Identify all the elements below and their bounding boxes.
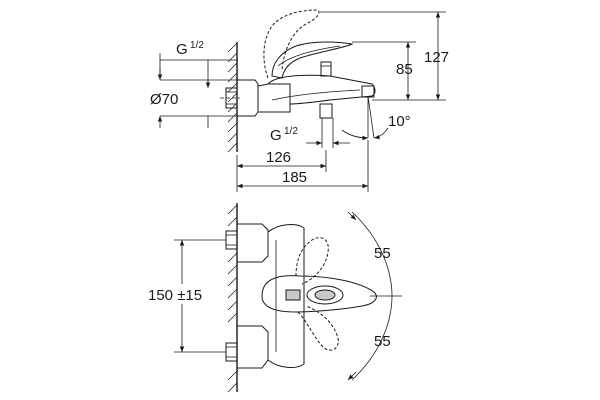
swing-top-label: 55 bbox=[374, 245, 391, 262]
spout bbox=[267, 74, 376, 105]
wall-hatching-top bbox=[227, 42, 238, 153]
angle-label: 10° bbox=[388, 113, 411, 130]
vertical-body bbox=[267, 224, 305, 368]
swing-arc-top bbox=[351, 211, 393, 297]
raised-handle-outline bbox=[263, 9, 320, 79]
handle-position-up bbox=[295, 237, 329, 285]
escutcheon bbox=[237, 79, 259, 117]
thread-bottom-fraction: 1/2 bbox=[284, 126, 298, 137]
height-85-label: 85 bbox=[396, 61, 413, 78]
thread-top-fraction: 1/2 bbox=[190, 40, 204, 51]
length-185-label: 185 bbox=[282, 169, 307, 186]
lever-front bbox=[261, 275, 377, 313]
bottom-outlet bbox=[319, 103, 333, 119]
inlet-bottom bbox=[225, 342, 238, 362]
side-view: G 1/2 Ø70 G 1/2 10° 126 185 bbox=[150, 9, 449, 192]
handle-position-down bbox=[297, 305, 339, 351]
lever-handle bbox=[271, 41, 354, 79]
thread-top-label: G bbox=[176, 41, 188, 58]
diverter-knob bbox=[320, 61, 332, 77]
swing-arc-bottom bbox=[351, 295, 393, 381]
front-view: 55 55 150 ±15 bbox=[146, 203, 402, 393]
escutcheon-bottom bbox=[237, 325, 269, 369]
lever-grip-inner bbox=[314, 289, 336, 301]
swing-bottom-label: 55 bbox=[374, 333, 391, 350]
lever-indicator bbox=[285, 289, 301, 301]
inlet-top bbox=[225, 230, 238, 250]
mixer-body bbox=[257, 83, 291, 113]
thread-bottom-label: G bbox=[270, 127, 282, 144]
length-126-label: 126 bbox=[266, 149, 291, 166]
escutcheon-top bbox=[237, 223, 269, 263]
inlet-spacing-label: 150 ±15 bbox=[148, 287, 202, 304]
height-127-label: 127 bbox=[424, 49, 449, 66]
wall-hatching-bottom bbox=[227, 204, 238, 393]
diameter-label: Ø70 bbox=[150, 91, 178, 108]
lever-grip-outer bbox=[306, 285, 344, 305]
